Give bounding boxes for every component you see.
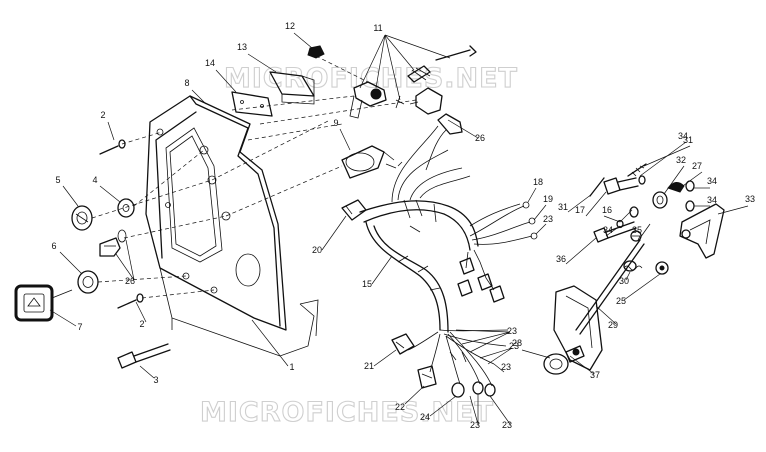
- callout-c30: 30: [619, 276, 629, 286]
- screw-2-upper: [99, 139, 126, 155]
- callout-c35: 35: [632, 225, 642, 235]
- grommet-32: [652, 191, 668, 209]
- bolt-17: [603, 177, 639, 195]
- bracket-13: [269, 71, 315, 105]
- callout-c12: 12: [285, 21, 295, 31]
- callout-c23b: 23: [507, 326, 517, 336]
- callout-c27: 27: [692, 161, 702, 171]
- callout-c34c: 34: [707, 195, 717, 205]
- leader-lines: [49, 32, 749, 425]
- nut-12: [307, 45, 325, 59]
- callout-c15: 15: [362, 279, 372, 289]
- callout-c23c: 23: [509, 341, 519, 351]
- washer-16: [629, 206, 639, 218]
- callout-c31b: 31: [558, 202, 568, 212]
- callout-c36: 36: [556, 254, 566, 264]
- callout-c13: 13: [237, 42, 247, 52]
- callout-c14: 14: [205, 58, 215, 68]
- callout-c23a: 23: [543, 214, 553, 224]
- callout-c25: 25: [616, 296, 626, 306]
- switch-9: [341, 145, 403, 179]
- nut-25: [655, 261, 669, 275]
- callout-c33: 33: [745, 194, 755, 204]
- callout-c31a: 31: [683, 135, 693, 145]
- callout-c23f: 23: [502, 420, 512, 430]
- bezel-6: [77, 270, 99, 294]
- callout-c7: 7: [77, 322, 82, 332]
- callout-c11: 11: [373, 23, 382, 33]
- callout-c2a: 2: [100, 110, 105, 120]
- callout-c1: 1: [289, 362, 294, 372]
- indicator-lamp-7: [14, 284, 73, 322]
- callout-c29: 29: [608, 320, 618, 330]
- lever-28: [543, 345, 585, 375]
- callout-c34d: 34: [603, 225, 613, 235]
- callout-c37: 37: [590, 370, 600, 380]
- control-housing-29: [553, 223, 651, 371]
- callout-c3: 3: [153, 375, 158, 385]
- callout-c26a: 26: [475, 133, 485, 143]
- pivot-35: [630, 230, 642, 242]
- callout-c28: 28: [512, 338, 522, 348]
- callout-c32: 32: [676, 155, 686, 165]
- watermark-top: MICROFICHES.NET: [224, 63, 518, 94]
- watermark-bottom: MICROFICHES.NET: [200, 397, 494, 428]
- callout-c19: 19: [543, 194, 553, 204]
- callout-c20: 20: [312, 245, 322, 255]
- callout-c26b: 26: [125, 276, 135, 286]
- callout-c5: 5: [55, 175, 60, 185]
- washer-4: [117, 198, 135, 218]
- pin-31-lower: [589, 177, 605, 197]
- callout-c22: 22: [395, 402, 405, 412]
- callout-c8: 8: [184, 78, 189, 88]
- callout-c6: 6: [51, 241, 56, 251]
- callout-c16: 16: [602, 205, 612, 215]
- bezel-5: [71, 205, 93, 231]
- bracket-33: [679, 203, 725, 259]
- callout-c9: 9: [333, 118, 338, 128]
- callout-c34b: 34: [707, 176, 717, 186]
- toggle-switch-26: [409, 87, 463, 135]
- callout-c23d: 23: [501, 362, 511, 372]
- callout-c18: 18: [533, 177, 543, 187]
- alignment-lines: [91, 55, 417, 299]
- callout-c4: 4: [92, 175, 97, 185]
- bolt-3: [117, 343, 171, 369]
- retainer-26-left: [99, 229, 127, 257]
- callout-c21: 21: [364, 361, 374, 371]
- spring-30: [623, 260, 643, 272]
- callout-c17: 17: [575, 205, 585, 215]
- bolt-36: [593, 221, 637, 243]
- callout-labels: 1223456789111213141516171819202122232323…: [51, 21, 755, 430]
- callout-c2b: 2: [139, 319, 144, 329]
- screw-2-lower: [117, 293, 144, 309]
- callout-c24: 24: [420, 412, 430, 422]
- wiring-harness-15: [341, 125, 538, 398]
- plate-14: [231, 91, 273, 117]
- mounting-plate: [145, 95, 319, 357]
- callout-c34a: 34: [678, 131, 688, 141]
- callout-c23e: 23: [470, 420, 480, 430]
- pin-31-upper: [627, 163, 647, 177]
